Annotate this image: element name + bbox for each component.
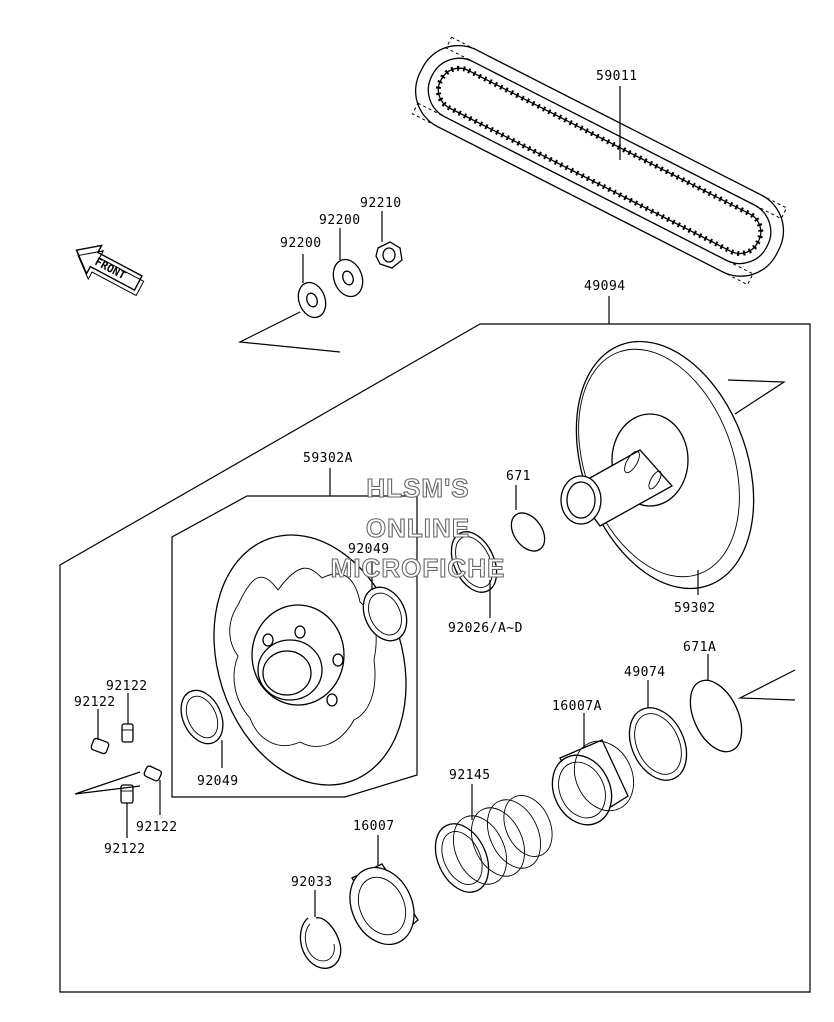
label-59302: 59302 bbox=[674, 601, 716, 616]
nut-92210[interactable] bbox=[375, 241, 403, 269]
pin-92122-d[interactable] bbox=[120, 784, 134, 804]
washer-92200-a[interactable] bbox=[294, 279, 331, 322]
label-16007: 16007 bbox=[353, 819, 395, 834]
label-16007A: 16007A bbox=[552, 699, 602, 714]
label-92122-b: 92122 bbox=[74, 695, 116, 710]
watermark-line-1: HLSM'S bbox=[366, 473, 469, 503]
washer-49074[interactable] bbox=[618, 699, 697, 790]
seal-92049-upper[interactable] bbox=[355, 580, 415, 648]
snap-ring-92033[interactable] bbox=[299, 917, 342, 969]
o-ring-671[interactable] bbox=[504, 507, 551, 557]
watermark-line-3: MICROFICHE bbox=[331, 553, 506, 583]
o-ring-671A[interactable] bbox=[680, 672, 752, 759]
label-49074: 49074 bbox=[624, 665, 666, 680]
label-92122-d: 92122 bbox=[104, 842, 146, 857]
pin-92122-c[interactable] bbox=[143, 765, 163, 782]
label-92026: 92026/A~D bbox=[448, 621, 523, 636]
label-92122-a: 92122 bbox=[106, 679, 148, 694]
seal-92049-lower[interactable] bbox=[173, 684, 231, 751]
watermark: HLSM'S ONLINE MICROFICHE bbox=[330, 472, 506, 583]
label-92033: 92033 bbox=[291, 875, 333, 890]
pin-92122-b[interactable] bbox=[90, 737, 110, 755]
front-arrow-icon: FRONT bbox=[75, 244, 145, 297]
label-92200-a: 92200 bbox=[280, 236, 322, 251]
label-92122-c: 92122 bbox=[136, 820, 178, 835]
label-59302A: 59302A bbox=[303, 451, 353, 466]
spring-92145[interactable] bbox=[425, 788, 561, 901]
pin-92122-a[interactable] bbox=[121, 723, 134, 743]
bushing-16007[interactable] bbox=[338, 857, 426, 955]
fixed-sheave-59302[interactable] bbox=[544, 317, 786, 614]
washer-92026[interactable] bbox=[442, 525, 505, 600]
movable-sheave-59302A[interactable] bbox=[183, 510, 437, 810]
label-92145: 92145 bbox=[449, 768, 491, 783]
label-49094: 49094 bbox=[584, 279, 626, 294]
drive-belt[interactable] bbox=[402, 32, 797, 290]
label-92049-lower: 92049 bbox=[197, 774, 239, 789]
label-92210: 92210 bbox=[360, 196, 402, 211]
label-671A: 671A bbox=[683, 640, 716, 655]
bushing-16007A[interactable] bbox=[541, 732, 644, 835]
label-92049-upper: 92049 bbox=[348, 542, 390, 557]
label-92200-b: 92200 bbox=[319, 213, 361, 228]
label-671: 671 bbox=[506, 469, 531, 484]
washer-92200-b[interactable] bbox=[328, 255, 367, 300]
watermark-line-2: ONLINE bbox=[366, 513, 470, 543]
label-59011: 59011 bbox=[596, 69, 638, 84]
